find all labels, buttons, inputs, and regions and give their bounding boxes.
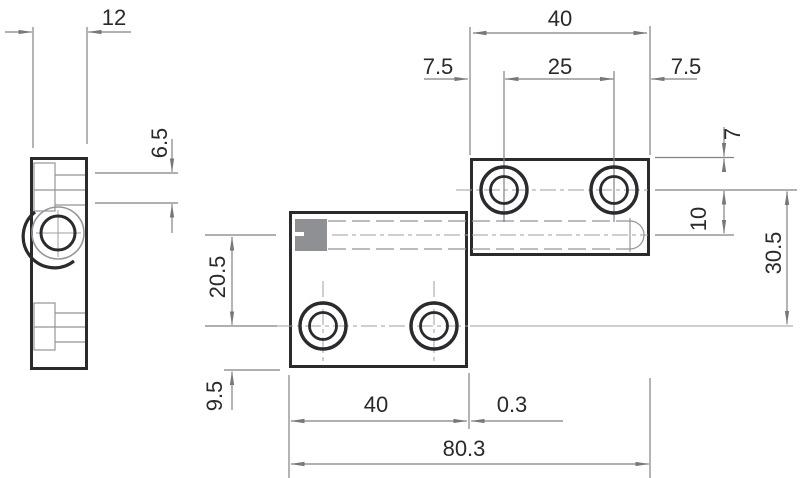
dim-6p5-hole-dia: [95, 139, 178, 233]
hidden-pin-lines: [328, 220, 630, 250]
dim-30p5-hole-to-hole: [655, 189, 797, 325]
side-view-detail: [21, 162, 85, 351]
dim-label-leaf-gap: 0.3: [497, 392, 528, 417]
dim-40-top: [469, 26, 651, 155]
dim-label-bottom-plate-width: 40: [364, 392, 388, 417]
dim-label-side-width: 12: [102, 5, 126, 30]
dim-label-hole-diameter: 6.5: [147, 128, 172, 159]
dim-label-overall-width: 80.3: [443, 436, 486, 461]
hinge-pin: [295, 219, 327, 251]
dim-12-side-width: [5, 27, 131, 148]
upper-hole-left: [479, 165, 529, 215]
dim-label-top-hole-spacing: 25: [548, 54, 572, 79]
dim-label-lower-hole-to-bottom: 9.5: [202, 381, 227, 412]
upper-hole-right: [589, 165, 639, 215]
dim-40-bottom: [288, 373, 470, 478]
dim-80p3-overall: [290, 378, 651, 478]
dim-label-hole-to-pin-axis: 10: [686, 207, 711, 231]
dim-9p5-hole-to-bottom: [224, 369, 280, 410]
dim-7-top-to-hole: [655, 127, 734, 173]
dim-label-pin-to-lower-hole: 20.5: [205, 256, 230, 299]
dim-label-top-plate-width: 40: [548, 6, 572, 31]
dim-label-top-to-hole-center: 7: [720, 128, 745, 140]
dim-20p5-pin-to-hole: [205, 234, 277, 327]
dim-10-hole-to-pin: [655, 190, 734, 236]
lower-hole-left: [298, 301, 348, 351]
pin-slot: [295, 232, 304, 236]
lower-hole-right: [409, 301, 459, 351]
dim-25-hole-spacing: [503, 71, 615, 222]
knuckle-bulge-arc: [21, 210, 75, 270]
knuckle-outer-circle: [31, 206, 85, 260]
dim-label-top-edge-to-hole-left: 7.5: [423, 54, 454, 79]
dim-label-top-edge-to-hole-right: 7.5: [671, 54, 702, 79]
pin-hole-circle: [39, 214, 77, 252]
dimension-labels: 12 6.5 40 7.5 25 7.5 7 10 30.5 20.5 9.5 …: [102, 5, 786, 461]
upper-leaf-outline: [470, 158, 650, 256]
mounting-holes: [298, 165, 639, 351]
dim-label-hole-to-hole-vertical: 30.5: [761, 232, 786, 275]
